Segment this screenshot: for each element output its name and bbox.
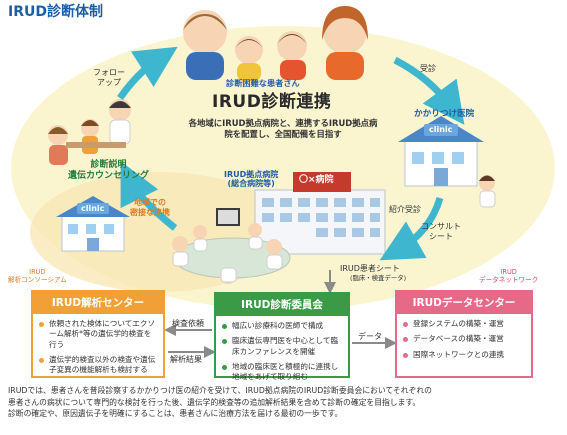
arrow-followup [117,46,178,100]
counseling-illustration [48,99,131,165]
patient-family-illustration [183,6,368,81]
patient-sheet-sublabel: (臨床・検査データ) [350,274,407,282]
data-center-box: IRUDデータセンター 登録システムの構築・運営 データベースの構築・運営 国際… [395,290,533,378]
analysis-result-label: 解析結果 [170,355,202,364]
clinic-label: かかりつけ医院 [414,109,475,119]
patients-label: 診断困難な患者さん [226,78,300,88]
test-request-label: 検査依頼 [172,319,204,328]
consult-sheet-label: コンサルト シート [421,222,461,241]
arrow-referral [379,196,444,261]
committee-item: 幅広い診療科の医師で構成 [222,321,342,331]
footer-line: 診断の確定や、原因遺伝子を明確にすることは、患者さんに治療方法を届ける最初の一歩… [8,409,343,419]
diagnosis-committee-title: IRUD診断委員会 [216,294,348,316]
data-item: データベースの構築・運営 [403,334,525,344]
clinic-sign-right: clinic [429,125,453,134]
committee-item: 地域の臨床医と積極的に連携し地域をあげて取り組む [222,362,342,383]
analysis-center-title: IRUD解析センター [33,292,163,314]
clinic-left-illustration [56,196,130,252]
footer-line: 患者さんの病状について専門的な検討を行った後、遺伝学的検査等の追加解析結果を含め… [8,397,421,407]
data-item: 登録システムの構築・運営 [403,319,525,329]
arrow-visit [393,56,465,125]
analysis-center-box: IRUD解析センター 依頼された検体についてエクソーム解析*等の遺伝学的検査を行… [31,290,165,378]
footer-description: IRUDでは、患者さんを普段診察するかかりつけ医の紹介を受けて、IRUD拠点病院… [8,385,560,420]
regional-label: 地域での 密接な連携 [130,198,170,217]
analysis-item: 依頼された検体についてエクソーム解析*等の遺伝学的検査を行う [39,319,157,350]
page-title: IRUD診断体制 [8,4,103,20]
analysis-item: 遺伝学的検査以外の検査や遺伝子変異の機能解析も検討する [39,355,157,376]
data-label: データ [358,332,382,341]
hospital-sign: 〇×病院 [299,175,334,185]
footer-line: IRUDでは、患者さんを普段診察するかかりつけ医の紹介を受けて、IRUD拠点病院… [8,386,432,395]
consortium-label: IRUD 解析コンソーシアム [8,268,67,285]
data-center-title: IRUDデータセンター [397,292,531,314]
clinic-sign-left: clinic [81,204,105,213]
visit-label: 受診 [420,64,436,73]
clinic-right-illustration [398,116,496,208]
hub-title: IRUD診断連携 [212,92,332,112]
counseling-label: 診断説明 遺伝カウンセリング [68,160,150,182]
hospital-label: IRUD拠点病院 (総合病院等) [224,170,279,189]
conference-illustration [172,208,291,284]
arrow-hospital-counseling [120,161,178,231]
patient-sheet-label: IRUD患者シート [340,264,400,273]
data-item: 国際ネットワークとの連携 [403,350,525,360]
hub-description: 各地域にIRUD拠点病院と、連携するIRUD拠点病院を配置し、全国配備を目指す [188,118,378,140]
diagnosis-committee-box: IRUD診断委員会 幅広い診療科の医師で構成 臨床遺伝専門医を中心として臨床カン… [214,292,350,381]
followup-label: フォロー アップ [93,68,125,87]
network-label: IRUD データネットワーク [479,268,539,285]
referral-label: 紹介受診 [389,205,421,214]
committee-item: 臨床遺伝専門医を中心として臨床カンファレンスを開催 [222,336,342,357]
